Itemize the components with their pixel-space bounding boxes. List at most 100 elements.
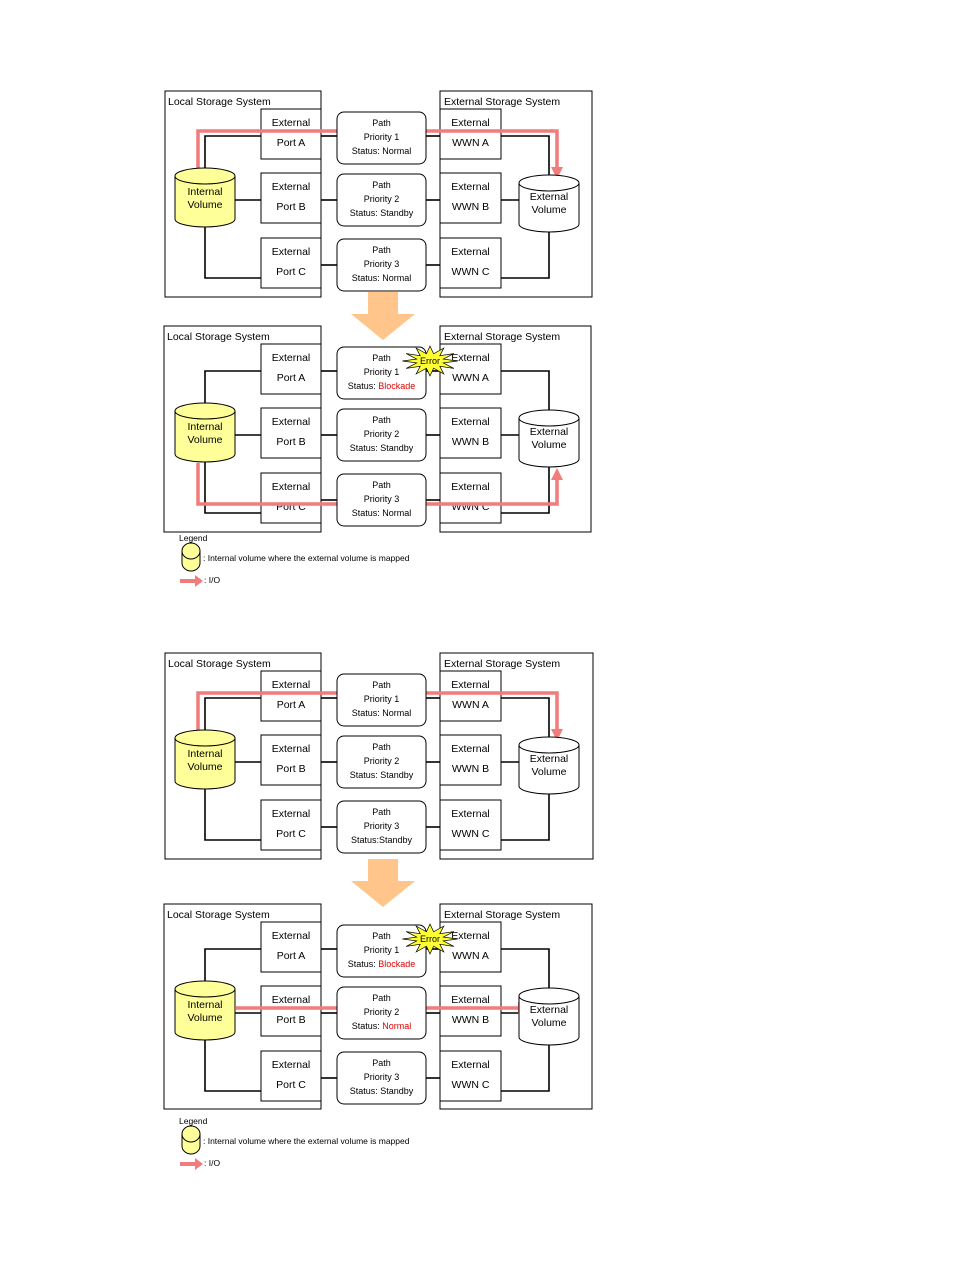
external-volume-label: Volume xyxy=(531,204,566,216)
local-link-3 xyxy=(204,226,261,279)
external-volume-label: External xyxy=(530,191,569,203)
port-name: Port B xyxy=(276,1014,305,1026)
port-name: Port B xyxy=(276,436,305,448)
path-status-prefix: Status: xyxy=(352,708,383,718)
wwn-name: WWN B xyxy=(452,201,489,213)
path-box xyxy=(336,986,427,1040)
path-status-prefix: Status: xyxy=(350,1086,381,1096)
path-status: Status: Normal xyxy=(352,708,412,718)
path-box xyxy=(336,408,427,462)
legend-1: Legend: Internal volume where the extern… xyxy=(179,533,410,587)
external-port-box xyxy=(260,472,322,524)
external-port-box xyxy=(260,734,322,786)
wwn-name: WWN A xyxy=(452,699,489,711)
local-link-3 xyxy=(204,461,261,514)
external-port-box xyxy=(260,1050,322,1102)
wwn-box xyxy=(439,343,502,395)
external-volume-label: Volume xyxy=(531,439,566,451)
local-link-3 xyxy=(204,788,261,841)
path-status: Status: Standby xyxy=(350,770,414,780)
wwn-external-label: External xyxy=(451,481,490,493)
path-status-prefix: Status: xyxy=(350,770,381,780)
external-port-box xyxy=(260,172,322,224)
path-label: Path xyxy=(372,680,391,690)
internal-volume-label: Volume xyxy=(187,1012,222,1024)
wwn-box xyxy=(439,921,502,973)
path-priority: Priority 3 xyxy=(364,494,400,504)
path-label: Path xyxy=(372,118,391,128)
path-priority: Priority 3 xyxy=(364,1072,400,1082)
path-priority: Priority 1 xyxy=(364,132,400,142)
port-name: Port A xyxy=(277,372,306,384)
legend-2: Legend: Internal volume where the extern… xyxy=(179,1116,410,1170)
wwn-name: WWN C xyxy=(452,1079,490,1091)
external-link-1 xyxy=(501,370,550,410)
external-volume-label: Volume xyxy=(531,766,566,778)
path-box xyxy=(336,346,427,400)
path-box xyxy=(336,673,427,727)
wwn-external-label: External xyxy=(451,117,490,129)
external-port-label: External xyxy=(272,743,311,755)
internal-volume-label: Volume xyxy=(187,761,222,773)
wwn-box xyxy=(439,172,502,224)
port-name: Port A xyxy=(277,137,306,149)
path-label: Path xyxy=(372,742,391,752)
external-port-box xyxy=(260,237,322,289)
internal-volume-label: Internal xyxy=(187,999,222,1011)
external-link-3 xyxy=(501,231,550,279)
path-status-prefix: Status: xyxy=(348,381,379,391)
path-label: Path xyxy=(372,180,391,190)
path-priority: Priority 1 xyxy=(364,694,400,704)
error-burst-icon xyxy=(402,345,458,377)
wwn-name: WWN A xyxy=(452,950,489,962)
external-port-box xyxy=(260,108,322,160)
path-status-value: Normal xyxy=(382,273,411,283)
path-label: Path xyxy=(372,807,391,817)
internal-volume-cylinder-icon xyxy=(174,729,236,790)
path-box xyxy=(336,800,427,854)
wwn-name: WWN C xyxy=(452,828,490,840)
external-link-1 xyxy=(501,697,550,737)
internal-volume-label: Volume xyxy=(187,434,222,446)
path-priority: Priority 1 xyxy=(364,367,400,377)
path-label: Path xyxy=(372,931,391,941)
path-status-prefix: Status: xyxy=(350,208,381,218)
external-link-1 xyxy=(501,948,550,988)
path-label: Path xyxy=(372,353,391,363)
external-port-label: External xyxy=(272,1059,311,1071)
external-port-box xyxy=(260,921,322,973)
legend-volume-text: : Internal volume where the external vol… xyxy=(203,553,410,563)
external-link-3 xyxy=(501,1044,550,1092)
external-port-label: External xyxy=(272,246,311,258)
path-status: Status:Standby xyxy=(351,835,413,845)
external-storage-title: External Storage System xyxy=(444,909,560,921)
external-link-3 xyxy=(501,793,550,841)
port-name: Port A xyxy=(277,950,306,962)
path-status: Status: Standby xyxy=(350,208,414,218)
path-status-value: Normal xyxy=(382,708,411,718)
path-status-value: Normal xyxy=(382,508,411,518)
wwn-name: WWN C xyxy=(452,266,490,278)
path-status: Status: Normal xyxy=(352,508,412,518)
external-port-label: External xyxy=(272,117,311,129)
wwn-external-label: External xyxy=(451,1059,490,1071)
wwn-external-label: External xyxy=(451,352,490,364)
external-volume-label: External xyxy=(530,1004,569,1016)
wwn-external-label: External xyxy=(451,808,490,820)
external-volume-cylinder-icon xyxy=(518,174,580,233)
wwn-name: WWN A xyxy=(452,137,489,149)
path-status-value: Standby xyxy=(380,208,414,218)
path-box xyxy=(336,924,427,978)
wwn-external-label: External xyxy=(451,181,490,193)
path-label: Path xyxy=(372,415,391,425)
io-arrow-head xyxy=(551,468,563,480)
wwn-box xyxy=(439,1050,502,1102)
path-status-prefix: Status: xyxy=(352,273,383,283)
path-priority: Priority 3 xyxy=(364,821,400,831)
path-label: Path xyxy=(372,245,391,255)
path-box xyxy=(336,111,427,165)
path-status: Status: Normal xyxy=(352,1021,412,1031)
